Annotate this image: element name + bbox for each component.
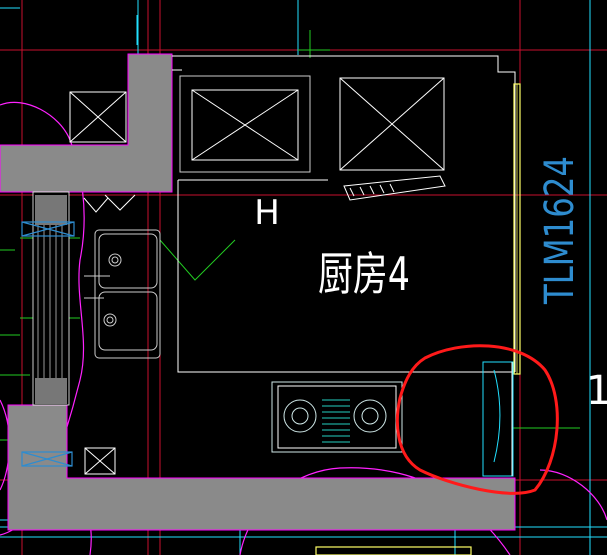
window-tag-label: TLM1624 (537, 156, 583, 305)
left-column (32, 191, 70, 406)
edge-number-label: 12 (586, 368, 607, 414)
room-label: 厨房4 (318, 247, 410, 301)
blue-tags (21, 221, 75, 467)
right-window (513, 83, 521, 375)
room-outline (172, 55, 516, 373)
mark-h-label: H (254, 193, 280, 233)
green-lines (0, 30, 580, 441)
sink (84, 229, 161, 359)
upper-cabinets (69, 75, 445, 173)
left-markers (83, 194, 136, 475)
annotation-circle (395, 344, 559, 495)
door-leaf (482, 361, 514, 477)
range-hood (343, 175, 446, 201)
bottom-strip (315, 546, 472, 555)
